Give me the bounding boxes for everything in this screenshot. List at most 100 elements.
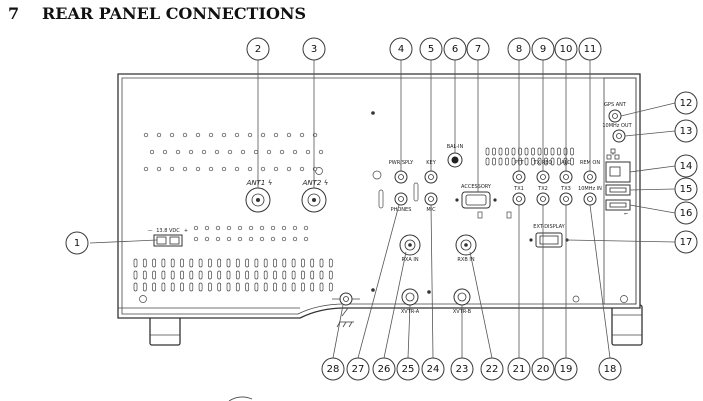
ventilation-slots-right bbox=[485, 147, 574, 166]
tx3-label: TX3 bbox=[560, 186, 571, 192]
accessory-connector: ACCESSORY bbox=[455, 184, 497, 209]
callout-14: 14 bbox=[674, 154, 698, 178]
usb-icon: ⭠ bbox=[624, 211, 628, 217]
callout-number: 2 bbox=[255, 44, 261, 55]
callout-number: 19 bbox=[560, 364, 573, 375]
callout-16: 16 bbox=[674, 201, 698, 225]
callout-6: 6 bbox=[443, 37, 467, 61]
pwr-sply-label: PWR/SPLY bbox=[389, 160, 414, 166]
rxb-in-label: RXB IN bbox=[457, 257, 474, 263]
callout-9: 9 bbox=[531, 37, 555, 61]
xvtr-a-label: XVTR-A bbox=[401, 309, 420, 315]
ext-display-connector: EXT-DISPLAY bbox=[529, 224, 569, 248]
gps-ant-connector: GPS ANT bbox=[604, 102, 627, 123]
callout-number: 21 bbox=[513, 364, 526, 375]
rxb-in-connector: RXB IN bbox=[455, 234, 477, 263]
callout-number: 18 bbox=[604, 364, 617, 375]
side-panel bbox=[603, 77, 637, 305]
xvtr-a-connector: XVTR-A bbox=[401, 288, 420, 315]
callout-20: 20 bbox=[531, 357, 555, 381]
callout-number: 11 bbox=[584, 44, 597, 55]
phones-label: PHONES bbox=[391, 207, 412, 213]
ten-mhz-in-label: 10MHz IN bbox=[578, 186, 602, 192]
ten-mhz-out-label: 10MHz OUT bbox=[602, 123, 632, 129]
rxa-in-connector: RXA IN bbox=[399, 234, 421, 263]
callout-number: 5 bbox=[428, 44, 434, 55]
callout-10: 10 bbox=[554, 37, 578, 61]
callout-1: 1 bbox=[65, 231, 89, 255]
right-foot bbox=[611, 304, 643, 346]
callout-number: 15 bbox=[680, 184, 693, 195]
lightning-icon: ϟ bbox=[268, 179, 273, 187]
ventilation-slots bbox=[133, 225, 333, 292]
callout-21: 21 bbox=[507, 357, 531, 381]
tx1-jack: TX1 bbox=[512, 186, 526, 206]
callout-number: 17 bbox=[680, 237, 693, 248]
callout-number: 26 bbox=[378, 364, 391, 375]
tx1-label: TX1 bbox=[513, 186, 524, 192]
callout-5: 5 bbox=[419, 37, 443, 61]
callout-number: 6 bbox=[452, 44, 458, 55]
ext-display-label: EXT-DISPLAY bbox=[533, 224, 565, 230]
ground-icon bbox=[336, 307, 354, 328]
callout-number: 22 bbox=[486, 364, 499, 375]
ground-post bbox=[332, 292, 360, 306]
callout-3: 3 bbox=[302, 37, 326, 61]
callout-leader-lines bbox=[89, 60, 676, 359]
callout-number: 7 bbox=[475, 44, 481, 55]
callout-number: 13 bbox=[680, 126, 693, 137]
callout-7: 7 bbox=[466, 37, 490, 61]
key-label: KEY bbox=[426, 160, 436, 166]
ptt-label: PTT bbox=[514, 160, 524, 166]
section-title: REAR PANEL CONNECTIONS bbox=[42, 4, 307, 23]
ant1-label: ANT1 bbox=[246, 179, 266, 187]
callout-number: 24 bbox=[427, 364, 440, 375]
callout-number: 16 bbox=[680, 208, 693, 219]
tx-req-jack: TX REQ bbox=[533, 160, 553, 184]
callout-number: 28 bbox=[327, 364, 340, 375]
ant2-connector: ANT2 ϟ bbox=[301, 179, 329, 213]
section-heading: 7 REAR PANEL CONNECTIONS bbox=[8, 4, 306, 23]
ant2-label: ANT2 bbox=[302, 179, 322, 187]
lan-icon bbox=[606, 148, 620, 160]
callout-23: 23 bbox=[450, 357, 474, 381]
tx-req-label: TX REQ bbox=[533, 160, 553, 166]
lan-port bbox=[605, 161, 631, 183]
callout-number: 12 bbox=[680, 98, 693, 109]
lightning-icon: ϟ bbox=[324, 179, 329, 187]
callout-number: 25 bbox=[402, 364, 415, 375]
callout-number: 1 bbox=[74, 238, 80, 249]
callout-26: 26 bbox=[372, 357, 396, 381]
dc-voltage-label: 13.8 VDC bbox=[156, 228, 180, 234]
tx2-jack: TX2 bbox=[536, 186, 550, 206]
callout-19: 19 bbox=[554, 357, 578, 381]
callout-18: 18 bbox=[598, 357, 622, 381]
callout-number: 23 bbox=[456, 364, 469, 375]
usb-port-2 bbox=[605, 199, 631, 211]
callout-2: 2 bbox=[246, 37, 270, 61]
tx3-jack: TX3 bbox=[559, 186, 573, 206]
callout-24: 24 bbox=[421, 357, 445, 381]
panel-screws bbox=[139, 111, 628, 303]
callout-number: 8 bbox=[516, 44, 522, 55]
callout-27: 27 bbox=[346, 357, 370, 381]
callout-12: 12 bbox=[674, 91, 698, 115]
callout-13: 13 bbox=[674, 119, 698, 143]
usb-port-1 bbox=[605, 184, 631, 196]
callout-17: 17 bbox=[674, 230, 698, 254]
callout-number: 3 bbox=[311, 44, 317, 55]
callout-15: 15 bbox=[674, 177, 698, 201]
callout-number: 4 bbox=[398, 44, 404, 55]
accessory-label: ACCESSORY bbox=[461, 184, 492, 190]
callout-number: 14 bbox=[680, 161, 693, 172]
callout-number: 10 bbox=[560, 44, 573, 55]
gps-ant-label: GPS ANT bbox=[604, 102, 627, 108]
rxa-in-label: RXA IN bbox=[401, 257, 418, 263]
dc-plus-label: + bbox=[184, 228, 188, 234]
tx2-label: TX2 bbox=[537, 186, 548, 192]
callout-number: 20 bbox=[537, 364, 550, 375]
callout-28: 28 bbox=[321, 357, 345, 381]
section-number: 7 bbox=[8, 4, 20, 23]
callout-11: 11 bbox=[578, 37, 602, 61]
